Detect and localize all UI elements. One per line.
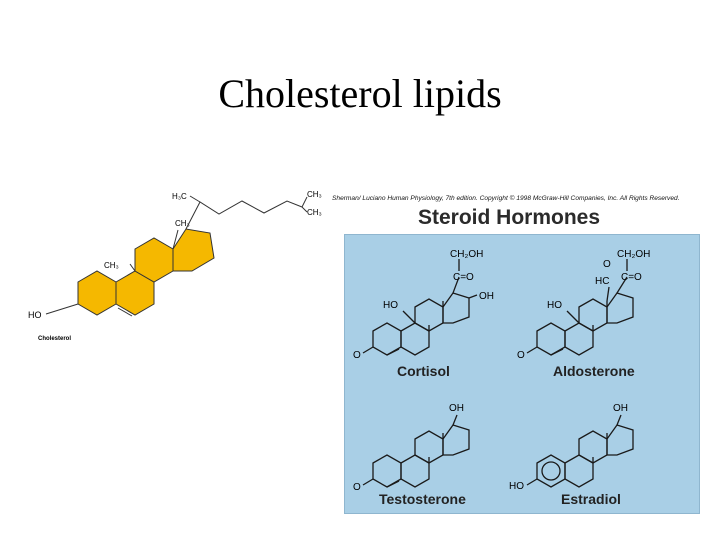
cholesterol-ch3-side-top: CH₃ xyxy=(307,190,322,199)
figure-title: Steroid Hormones xyxy=(417,206,601,229)
cortisol-oh: OH xyxy=(479,291,494,302)
cholesterol-ho: HO xyxy=(28,310,42,320)
aldosterone-structure: O HO O HC C=O CH₂OH xyxy=(517,249,650,361)
cholesterol-terminal-bond-top xyxy=(301,196,308,208)
cholesterol-ch3-side-bottom: CH₃ xyxy=(307,208,322,217)
slide-title: Cholesterol lipids xyxy=(218,71,502,116)
cholesterol-side-methyl-bond xyxy=(189,195,201,203)
cholesterol-ch3-upper: CH₃ xyxy=(175,219,190,228)
aldosterone-o-top: O xyxy=(603,259,611,270)
estradiol-oh: OH xyxy=(613,403,628,414)
steroid-panel: O HO C=O CH₂OH OH O HO O HC C=O CH₂OH xyxy=(344,234,700,514)
cortisol-structure: O HO C=O CH₂OH OH xyxy=(353,249,494,361)
figure-credit: Sherman/ Luciano Human Physiology, 7th e… xyxy=(332,195,680,202)
cortisol-ho: HO xyxy=(383,300,398,311)
testosterone-label: Testosterone xyxy=(379,491,466,507)
cholesterol-ho-bond xyxy=(45,303,79,315)
cholesterol-terminal-bond-bottom xyxy=(301,206,308,213)
cholesterol-double-bond xyxy=(117,307,133,317)
aldosterone-ho: HO xyxy=(547,300,562,311)
cortisol-label: Cortisol xyxy=(397,363,450,379)
estradiol-structure: HO OH xyxy=(509,403,634,492)
cortisol-c-o: C=O xyxy=(453,272,474,283)
aldosterone-o: O xyxy=(517,350,525,361)
cortisol-o: O xyxy=(353,350,361,361)
aldosterone-c-o: C=O xyxy=(621,272,642,283)
cholesterol-methyl-upper-bond xyxy=(172,229,179,250)
steroid-structures: O HO C=O CH₂OH OH O HO O HC C=O CH₂OH xyxy=(353,249,650,493)
cholesterol-ring-a xyxy=(77,270,117,316)
estradiol-ho: HO xyxy=(509,481,524,492)
cholesterol-structure: HO CH₃ CH₃ H₃C CH₃ CH₃ Cholesterol xyxy=(28,190,322,342)
cortisol-ch2oh: CH₂OH xyxy=(450,249,483,260)
cholesterol-ch3-lower: CH₃ xyxy=(104,261,119,270)
testosterone-o: O xyxy=(353,482,361,493)
testosterone-structure: O OH xyxy=(353,403,470,493)
estradiol-label: Estradiol xyxy=(561,491,621,507)
aldosterone-ch2oh: CH₂OH xyxy=(617,249,650,260)
aldosterone-hc: HC xyxy=(595,276,609,287)
cholesterol-methyl-lower-bond xyxy=(129,263,136,272)
testosterone-oh: OH xyxy=(449,403,464,414)
aldosterone-label: Aldosterone xyxy=(553,363,635,379)
cholesterol-label: Cholesterol xyxy=(38,336,71,342)
cholesterol-h3c: H₃C xyxy=(172,192,187,201)
cholesterol-side-chain xyxy=(185,200,303,230)
cholesterol-ring-d xyxy=(172,228,215,272)
